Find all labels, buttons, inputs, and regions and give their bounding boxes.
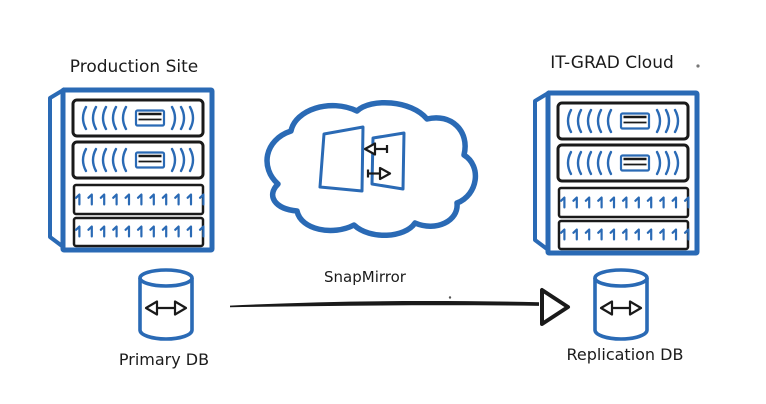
ink-speck (448, 296, 452, 299)
snapmirror-label: SnapMirror (324, 268, 407, 286)
replication-db-label: Replication DB (567, 345, 684, 364)
arrowhead-icon (540, 288, 570, 326)
cloud-icon (264, 99, 479, 239)
sync-left-arrow-icon (363, 142, 389, 156)
cloud-site-label: IT-GRAD Cloud (550, 53, 674, 73)
production-server-rack-icon (50, 89, 212, 250)
production-site-label: Production Site (70, 57, 199, 77)
ink-speck (696, 64, 700, 68)
snapmirror-arrow (230, 288, 570, 326)
sync-right-arrow-icon (366, 166, 392, 181)
primary-db-label: Primary DB (119, 350, 209, 369)
cloud-server-rack-icon (535, 92, 697, 253)
replication-db-icon (593, 268, 649, 341)
sync-panels-icon (318, 125, 406, 193)
primary-db-icon (138, 268, 194, 341)
